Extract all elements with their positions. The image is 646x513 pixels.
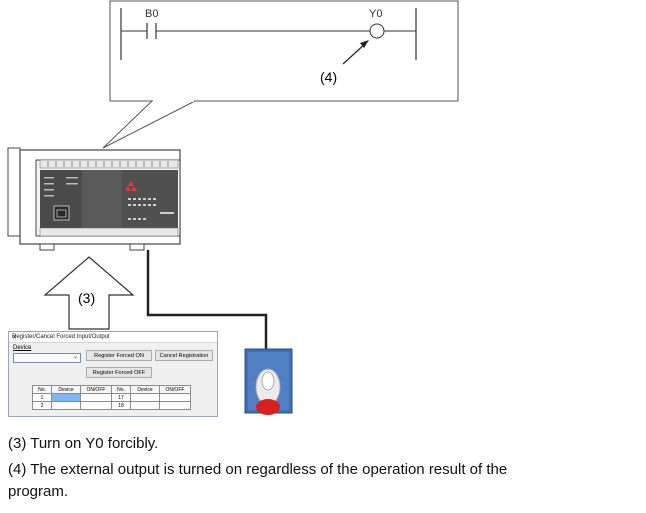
indicator-lamp <box>244 348 293 415</box>
table-cell[interactable] <box>130 401 160 410</box>
hollow-up-arrow <box>43 256 135 330</box>
table-cell[interactable] <box>159 401 191 410</box>
table-header-row: No. Device ON/OFF No. Device ON/OFF <box>32 385 191 394</box>
forced-io-dialog: Register/Cancel Forced Input/Output ✕ De… <box>8 331 218 417</box>
caption-step-3: (3) Turn on Y0 forcibly. <box>8 435 159 452</box>
ladder-callout-box <box>109 0 459 102</box>
io-led-marks <box>128 198 174 220</box>
table-cell[interactable] <box>80 401 112 410</box>
column-header: Device <box>51 385 81 394</box>
column-header: ON/OFF <box>159 385 191 394</box>
caption-step-4-continued: program. <box>8 483 69 500</box>
callout-arrow <box>342 42 367 65</box>
plc-foot-left <box>39 243 55 251</box>
column-header: No. <box>32 385 52 394</box>
lamp-light <box>256 399 280 415</box>
table-row[interactable]: 1 17 <box>32 393 191 402</box>
dialog-title-bar: Register/Cancel Forced Input/Output ✕ <box>9 332 217 343</box>
device-label: Device <box>13 345 32 351</box>
arrow-label: (3) <box>78 290 95 306</box>
forced-input-arrow: (3) <box>43 256 135 330</box>
status-led-marks <box>44 177 78 197</box>
terminal-strip-bottom <box>39 227 179 237</box>
plc-unit <box>7 147 181 251</box>
table-cell: 2 <box>32 401 52 410</box>
output-cable <box>146 250 268 349</box>
ladder-callout: B0 Y0 (4) <box>102 0 459 149</box>
forced-io-table: No. Device ON/OFF No. Device ON/OFF 1 17… <box>32 385 191 410</box>
contact-label: B0 <box>145 8 158 20</box>
output-coil-icon <box>369 23 385 39</box>
terminal-strip-top <box>39 159 179 169</box>
plc-left-rail <box>7 147 21 237</box>
callout-label: (4) <box>320 69 337 85</box>
table-cell[interactable] <box>51 401 81 410</box>
plc-center-cover <box>82 170 122 228</box>
caption-step-4: (4) The external output is turned on reg… <box>8 461 508 478</box>
dialog-title: Register/Cancel Forced Input/Output <box>12 333 110 340</box>
coil-label: Y0 <box>369 8 382 20</box>
callout-arrowhead <box>360 40 369 48</box>
plc-foot-right <box>129 243 145 251</box>
ethernet-port-icon <box>53 205 70 221</box>
close-icon[interactable]: ✕ <box>12 334 18 341</box>
table-cell[interactable] <box>80 393 112 402</box>
column-header: ON/OFF <box>80 385 112 394</box>
table-cell[interactable] <box>130 393 160 402</box>
table-cell: 17 <box>111 393 131 402</box>
table-row[interactable]: 2 18 <box>32 401 191 410</box>
device-select[interactable]: ⌄ <box>13 353 81 363</box>
terminal-screws-top <box>47 161 169 167</box>
column-header: Device <box>130 385 160 394</box>
chevron-down-icon: ⌄ <box>72 354 78 360</box>
manufacturer-logo <box>125 181 137 191</box>
callout-pointer <box>102 100 196 149</box>
table-cell-selected[interactable] <box>51 393 81 402</box>
register-forced-off-button[interactable]: Register Forced OFF <box>86 367 152 378</box>
table-cell: 18 <box>111 401 131 410</box>
table-cell: 1 <box>32 393 52 402</box>
table-cell[interactable] <box>159 393 191 402</box>
register-forced-on-button[interactable]: Register Forced ON <box>86 350 152 361</box>
column-header: No. <box>111 385 131 394</box>
cancel-registration-button[interactable]: Cancel Registration <box>155 350 213 361</box>
